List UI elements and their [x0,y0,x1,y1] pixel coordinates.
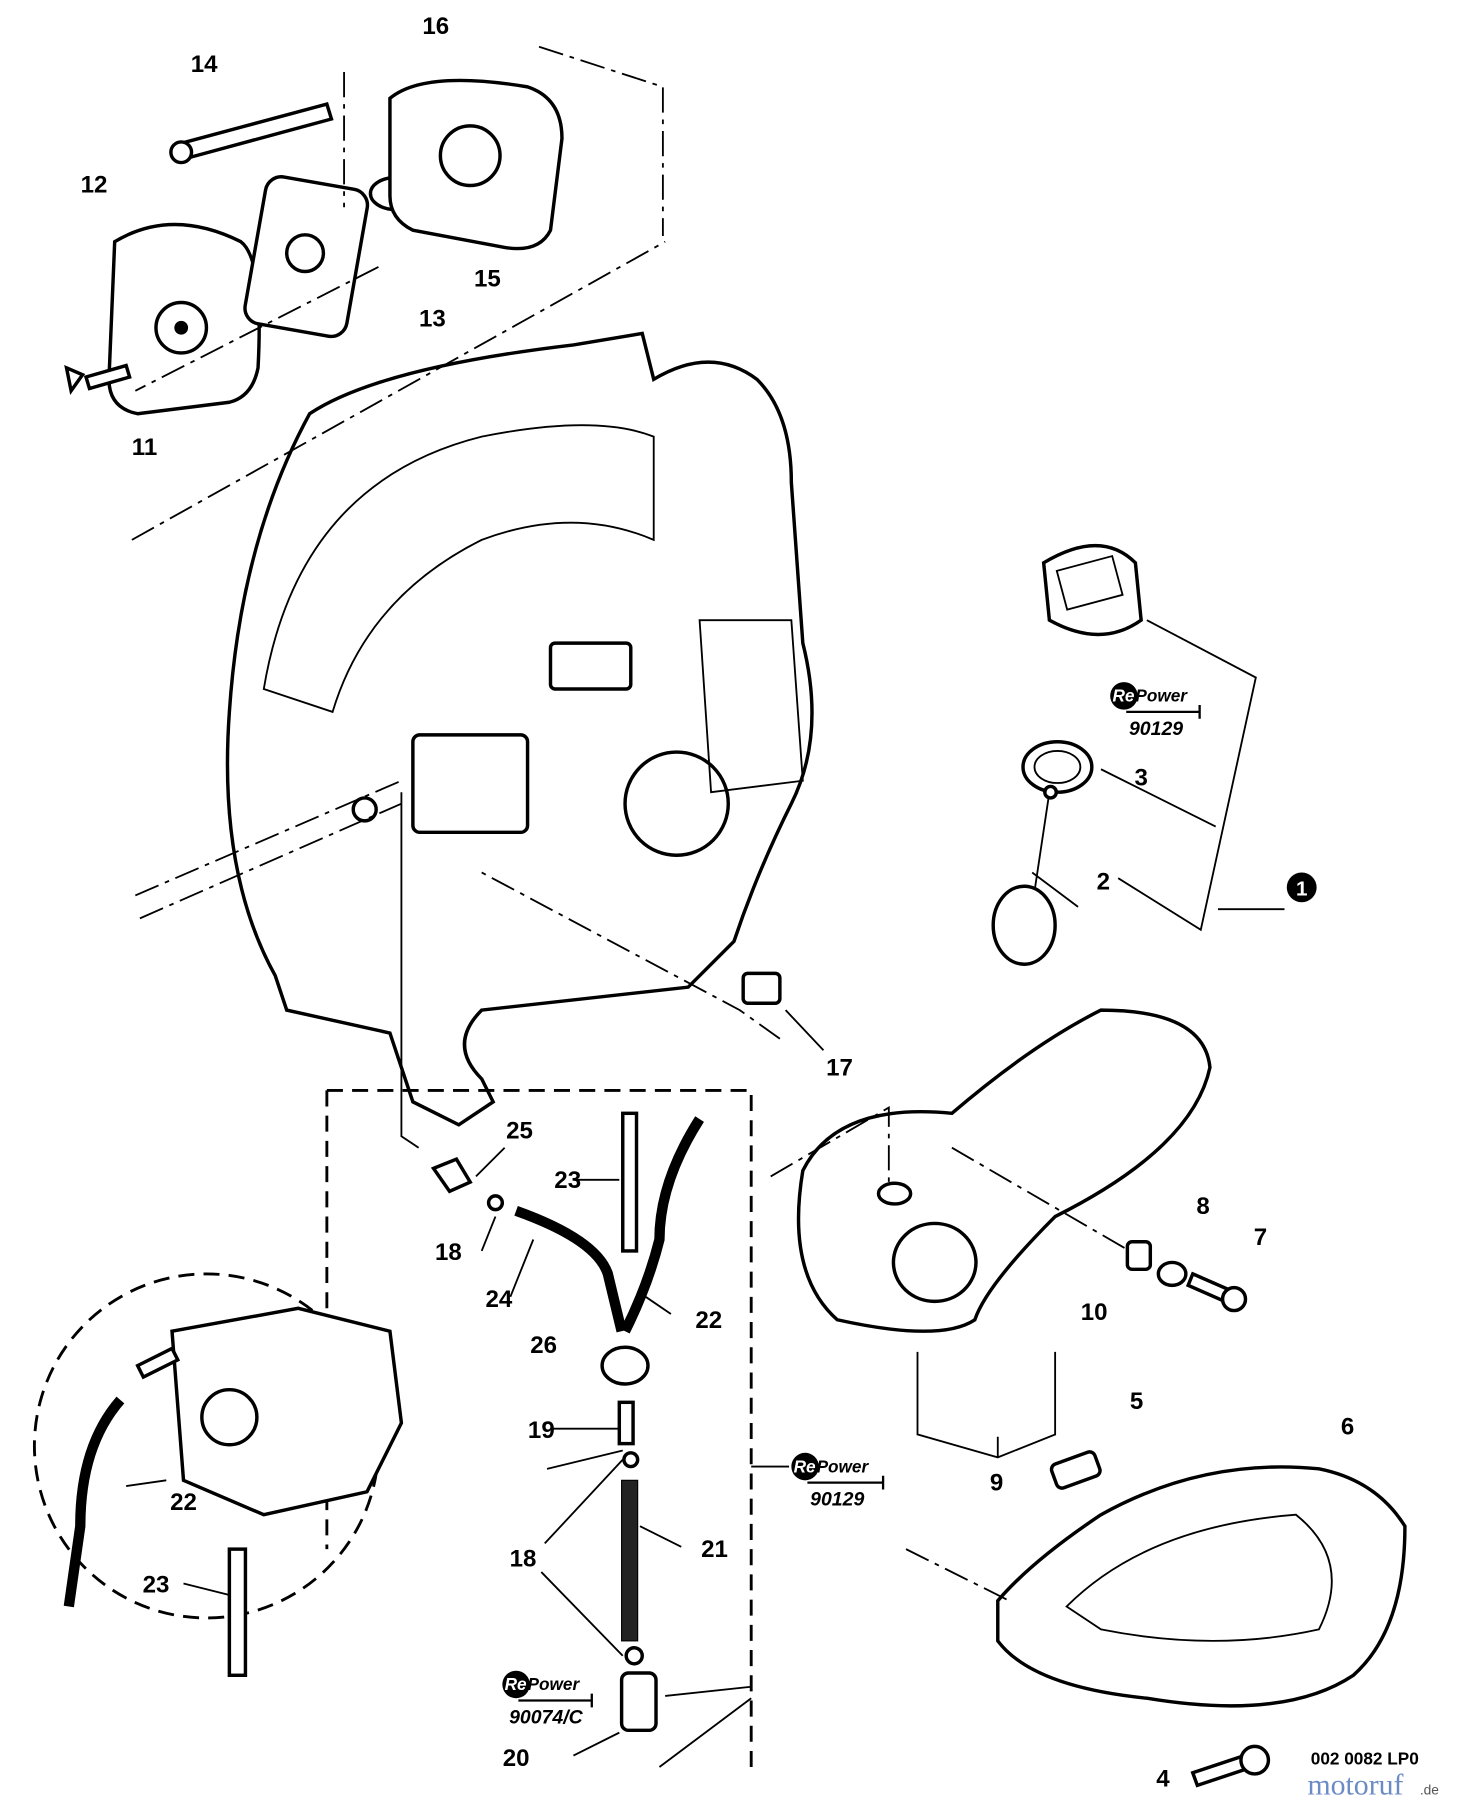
callout-19: 19 [528,1417,555,1444]
callout-18: 18 [435,1239,462,1266]
svg-text:Power: Power [1135,686,1188,706]
callout-14: 14 [191,51,218,78]
grommet-26 [600,1345,650,1386]
fitting [430,1157,473,1194]
svg-text:Re: Re [505,1674,527,1694]
callout-17: 17 [826,1054,853,1081]
air-cleaner-case [388,78,564,251]
cushion [741,971,782,1005]
callout-5: 5 [1130,1388,1143,1415]
fuel-hose-22 [620,1116,704,1334]
callout-23: 23 [554,1167,581,1194]
callout-23: 23 [143,1572,170,1599]
callout-8: 8 [1196,1193,1209,1220]
callout-6: 6 [1341,1413,1354,1440]
fuel-cap [1041,544,1143,637]
callout-9: 9 [990,1470,1003,1497]
fuel-line-21 [621,1479,639,1642]
svg-text:Re: Re [794,1456,816,1476]
callout-16: 16 [422,13,449,40]
fitting-19 [617,1400,635,1446]
callout-25: 25 [506,1118,533,1145]
callout-1: 1 [1296,877,1307,900]
callout-11: 11 [132,434,157,461]
air-cleaner-cover [107,222,261,416]
wing-screw [64,363,132,396]
callout-12: 12 [81,171,108,198]
svg-text:90129: 90129 [1129,718,1183,740]
callout-2: 2 [1097,869,1110,896]
tank-bolt [1185,1271,1248,1313]
fuel-hose-24 [514,1205,627,1333]
fuel-tank [796,1008,1212,1333]
repower-badge: Re Power 90129 [1110,682,1201,740]
callout-21: 21 [701,1536,728,1563]
callout-18: 18 [510,1545,537,1572]
fuel-cap-gasket [1021,740,1094,794]
fuel-filter [619,1671,658,1733]
callout-3: 3 [1134,764,1147,791]
tank-collar [1125,1240,1153,1272]
svg-text:Power: Power [528,1674,581,1694]
diagram-code: 002 0082 LP0 [1311,1749,1419,1769]
callout-20: 20 [503,1745,530,1772]
callout-4: 4 [1156,1766,1170,1793]
callout-22: 22 [695,1307,722,1334]
frame-bolt [1190,1744,1271,1788]
grommet [1049,1450,1102,1490]
callout-1-marker [1286,872,1317,903]
washer [1156,1260,1188,1288]
repower-badge: Re Power 90074/C [502,1670,593,1728]
carburetor [135,1306,404,1517]
callout-26: 26 [530,1332,557,1359]
svg-text:.de: .de [1420,1783,1439,1798]
svg-text:90129: 90129 [810,1489,864,1511]
air-filter [243,175,370,339]
svg-text:motoruf: motoruf [1307,1769,1403,1800]
svg-text:90074/C: 90074/C [509,1706,584,1728]
tube-23 [621,1111,639,1253]
air-filter-bolt [169,101,334,165]
callout-10: 10 [1081,1299,1108,1326]
blower-housing [225,331,814,1127]
fuel-strainer-line [991,784,1058,966]
tank-frame [996,1465,1407,1708]
callout-13: 13 [419,306,446,333]
callout-7: 7 [1254,1224,1267,1251]
watermark-logo: motoruf .de [1307,1769,1439,1800]
callout-22: 22 [170,1489,197,1516]
repower-badge: Re Power 90129 [791,1452,885,1511]
callout-15: 15 [474,265,501,292]
svg-text:Re: Re [1112,686,1134,706]
svg-text:Power: Power [817,1456,870,1476]
callout-24: 24 [485,1286,512,1313]
